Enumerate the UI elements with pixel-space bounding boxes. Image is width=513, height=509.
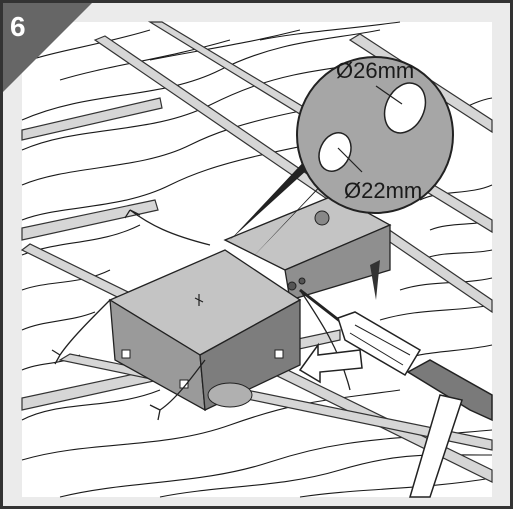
- knockout-holes-magnifier: Ø26mm Ø22mm: [230, 56, 454, 260]
- push-arrow-icon: [298, 342, 363, 384]
- large-hole-label: Ø26mm: [336, 58, 414, 83]
- small-hole-label: Ø22mm: [344, 178, 422, 203]
- large-knockout-hole: [383, 82, 427, 134]
- junction-box-rear[interactable]: [223, 194, 392, 301]
- tie-wires: [51, 209, 351, 421]
- hammer-icon: [406, 359, 493, 498]
- screwdriver-icon: [299, 288, 422, 377]
- junction-box-front[interactable]: [108, 249, 306, 412]
- step-number: 6: [10, 11, 26, 42]
